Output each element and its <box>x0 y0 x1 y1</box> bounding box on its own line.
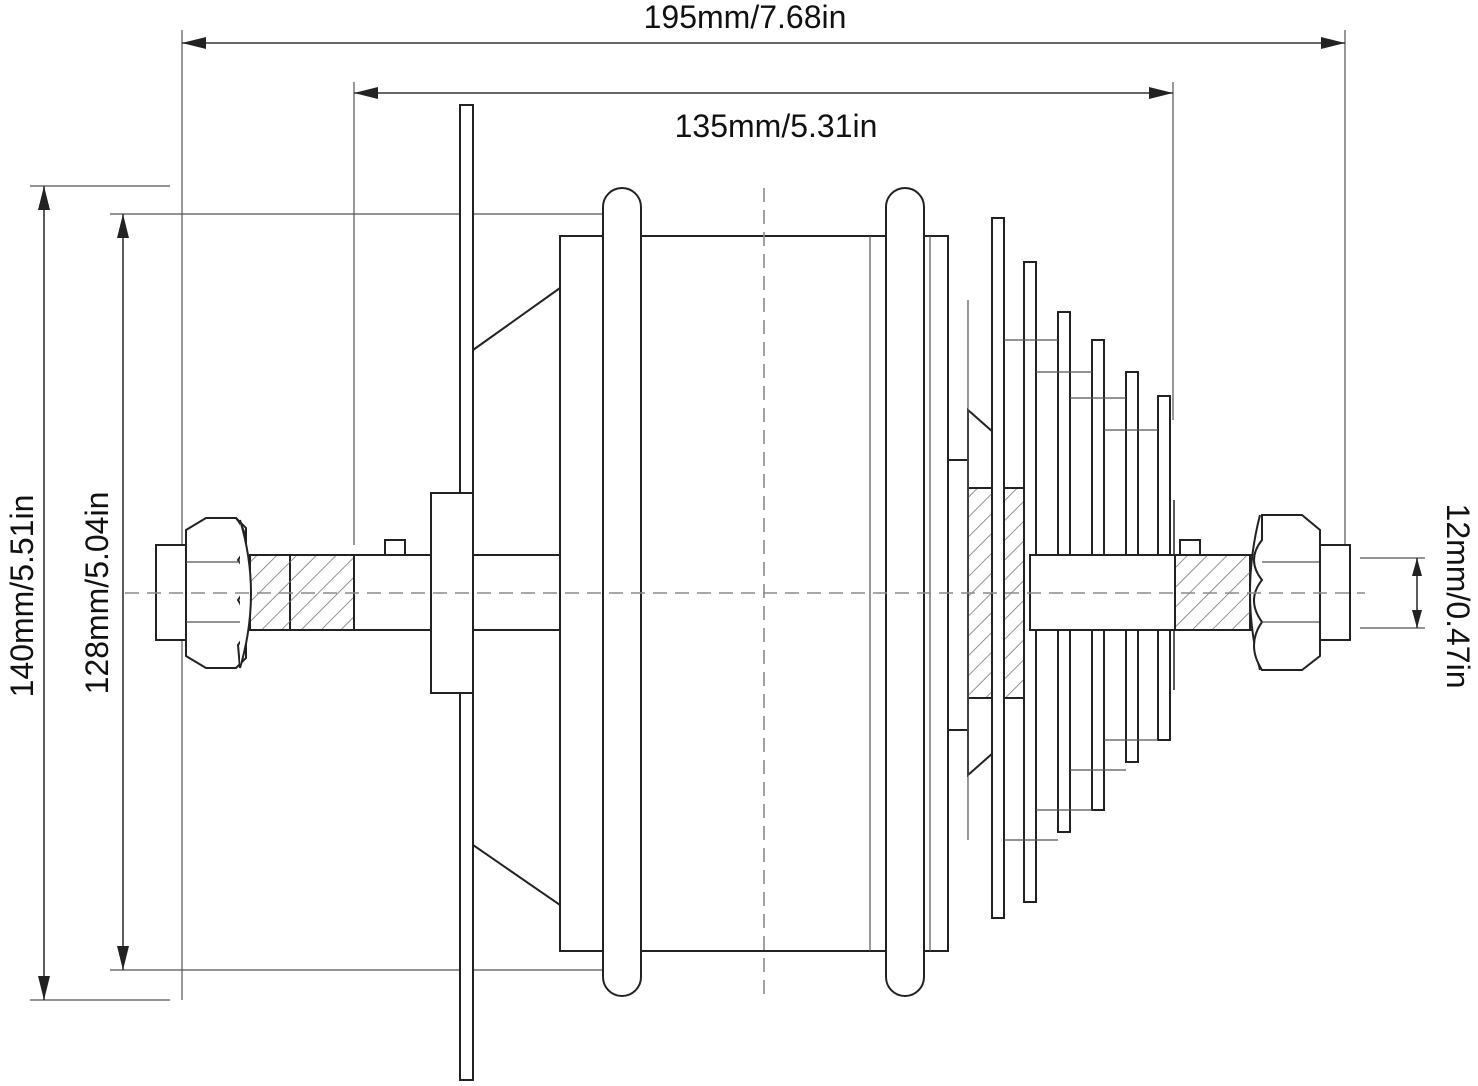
axle-diameter-dimension: 12mm/0.47in <box>1360 504 1476 689</box>
spoke-flange-right <box>885 187 925 997</box>
overall-width-label: 195mm/7.68in <box>644 0 847 35</box>
flange-diameter-dimension: 128mm/5.04in <box>79 213 640 971</box>
spoke-flange-left <box>602 187 642 997</box>
overall-width-dimension: 195mm/7.68in <box>181 0 1346 1000</box>
dropout-width-dimension: 135mm/5.31in <box>353 82 1174 545</box>
outer-diameter-label: 140mm/5.51in <box>4 495 40 698</box>
flange-diameter-label: 128mm/5.04in <box>79 492 115 695</box>
outer-diameter-dimension: 140mm/5.51in <box>4 185 170 1001</box>
dropout-width-label: 135mm/5.31in <box>675 108 878 144</box>
centerlines <box>125 188 1365 996</box>
axle-diameter-label: 12mm/0.47in <box>1440 504 1476 689</box>
